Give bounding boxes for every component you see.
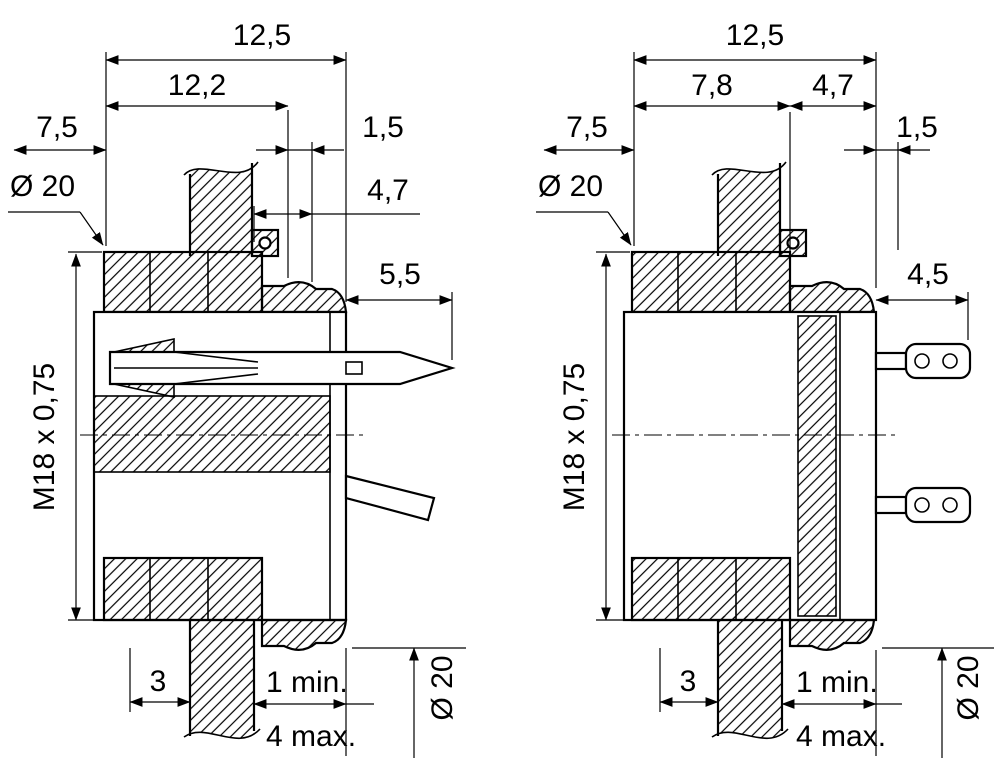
dim-label-diameter-rear: Ø 20 (952, 655, 985, 720)
spring-flare-top (113, 338, 175, 353)
bottom-nut-facets (149, 558, 209, 620)
dim-label-front: 7,5 (566, 111, 608, 144)
lug-hole (942, 353, 958, 369)
figure-left: 12,5 12,2 7,5 1,5 4,7 Ø 20 5,5 M18 x 0,7… (8, 19, 466, 760)
o-ring (786, 236, 800, 250)
top-nut (102, 250, 264, 314)
gasket-bottom (788, 618, 876, 651)
top-nut (630, 250, 792, 314)
dim-label-panel-max: 4 max. (266, 720, 356, 753)
dim-label-overall: 12,5 (233, 19, 291, 52)
dim-label-diameter-front: Ø 20 (10, 170, 75, 203)
dim-label-stem: 3 (680, 665, 697, 698)
dimensions-right: 12,5 7,8 4,7 7,5 1,5 Ø 20 4,5 M18 x 0,75… (536, 19, 994, 758)
bottom-nut-facets (677, 558, 737, 620)
bottom-nut (630, 556, 792, 622)
thread-label: M18 x 0,75 (28, 363, 61, 511)
gasket-top (260, 281, 348, 314)
dim-label-panel-min: 1 min. (796, 666, 878, 699)
dim-label-stem: 3 (150, 665, 167, 698)
top-nut-facets (677, 252, 737, 312)
figure-right: 12,5 7,8 4,7 7,5 1,5 Ø 20 4,5 M18 x 0,75… (536, 19, 994, 760)
dim-label-inner-left: 7,8 (691, 69, 733, 102)
lug-hole (914, 497, 930, 513)
thread-band (93, 395, 331, 473)
top-nut-facets (149, 252, 209, 312)
break-line-bottom (183, 728, 261, 740)
spring-flare-bottom (113, 383, 175, 398)
dim-label-overall: 12,5 (726, 19, 784, 52)
bottom-stem (190, 616, 254, 748)
dim-label-panel-min: 1 min. (266, 666, 348, 699)
thread-label: M18 x 0,75 (558, 363, 591, 511)
break-mask (184, 144, 258, 175)
bottom-nut (102, 556, 264, 622)
gasket-top (788, 281, 876, 314)
pin-slot (345, 361, 363, 375)
leader-diameter-front (79, 211, 104, 246)
dim-label-inner: 12,2 (168, 69, 226, 102)
dim-label-diameter-front: Ø 20 (538, 170, 603, 203)
contact-pin (108, 350, 456, 386)
dim-label-front: 7,5 (36, 111, 78, 144)
lug-paddle-top (904, 342, 972, 380)
break-mask (712, 144, 786, 175)
lug-hole (914, 353, 930, 369)
dim-label-panel-max: 4 max. (796, 720, 886, 753)
spring-detail (114, 351, 259, 385)
dim-label-flange: 4,7 (367, 174, 409, 207)
dim-label-groove: 1,5 (896, 111, 938, 144)
bottom-stem (718, 616, 782, 748)
break-line-bottom (711, 728, 789, 740)
lug-paddle-bottom (904, 486, 972, 524)
dim-label-diameter-rear: Ø 20 (426, 655, 459, 720)
bottom-stem-edges (188, 620, 256, 736)
lug-shank-bottom (874, 495, 908, 515)
dim-label-inner-right: 4,7 (812, 69, 854, 102)
insulator-plate (797, 315, 837, 617)
dim-label-groove: 1,5 (362, 111, 404, 144)
gasket-bottom (260, 618, 348, 651)
connector-body-left (80, 144, 456, 760)
leader-diameter-front (607, 211, 632, 246)
o-ring (258, 236, 272, 250)
dim-label-contact: 4,5 (907, 258, 949, 291)
lug-shank-top (874, 351, 908, 371)
lower-contact (344, 474, 436, 522)
lug-hole (942, 497, 958, 513)
break-mask-bottom (184, 729, 260, 760)
dimensions-left: 12,5 12,2 7,5 1,5 4,7 Ø 20 5,5 M18 x 0,7… (8, 19, 466, 758)
dim-label-contact: 5,5 (379, 258, 421, 291)
break-mask-bottom (712, 729, 788, 760)
bottom-stem-edges (716, 620, 784, 736)
connector-body-right (612, 144, 972, 760)
